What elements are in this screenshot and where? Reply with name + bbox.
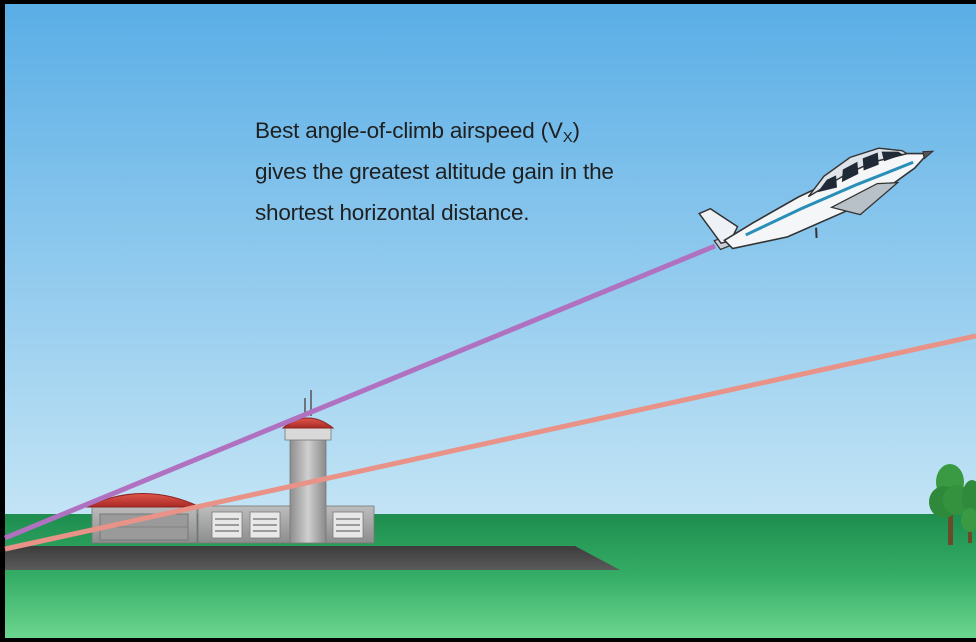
runway — [5, 546, 620, 570]
hangar — [85, 493, 201, 544]
terminal-building — [197, 505, 375, 544]
airplane-icon — [698, 147, 935, 251]
vx-climb-path — [4, 243, 716, 541]
caption-line-2: gives the greatest altitude gain in the — [255, 159, 614, 184]
caption-line-3: shortest horizontal distance. — [255, 200, 530, 225]
sky — [5, 4, 976, 516]
subscript-x: X — [562, 129, 573, 146]
vy-climb-path — [4, 333, 976, 552]
caption-text: Best angle-of-climb airspeed (VX) gives … — [255, 110, 725, 233]
caption-line-1: Best angle-of-climb airspeed (VX) — [255, 118, 580, 146]
tree-icon — [961, 480, 976, 543]
control-tower — [281, 390, 335, 544]
